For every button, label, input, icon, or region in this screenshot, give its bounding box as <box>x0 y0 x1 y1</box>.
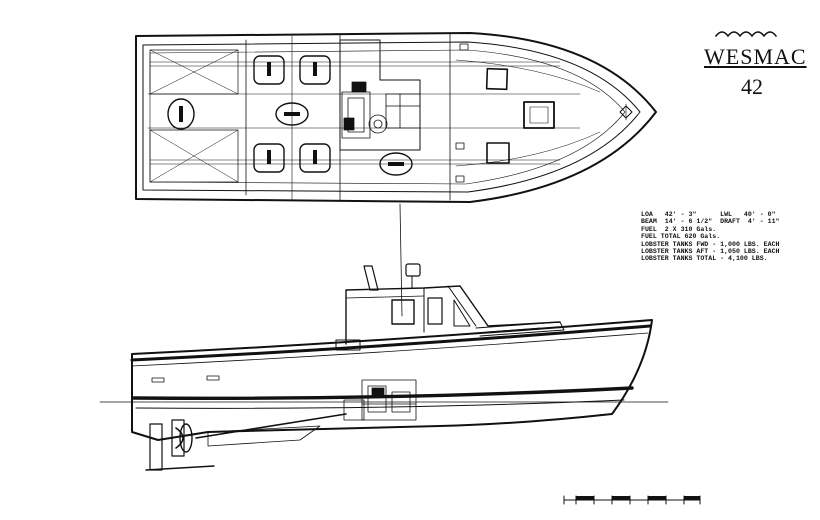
plan-rub-rail <box>149 49 626 185</box>
plan-engine-box <box>339 39 421 151</box>
spec-line: LOA 42' - 3" LWL 40' - 0" <box>641 211 776 218</box>
spec-line: FUEL TOTAL 620 Gals. <box>641 233 721 241</box>
spec-line: BEAM 14' - 6 1/2" DRAFT 4' - 11" <box>641 218 780 226</box>
scale-bar <box>563 495 701 505</box>
spec-line: FUEL 2 X 310 Gals. <box>641 225 717 233</box>
plan-hull-outline <box>135 32 657 203</box>
logo-brand-name: WESMAC <box>704 44 807 69</box>
spec-line: LOBSTER TANKS TOTAL - 4,100 LBS. <box>641 255 768 263</box>
spec-line: LOBSTER TANKS FWD - 1,000 LBS. EACH <box>641 240 780 248</box>
spec-table: LOA 42' - 3" LWL 40' - 0" BEAM 14' - 6 1… <box>641 211 819 263</box>
profile-view <box>99 203 669 471</box>
plan-deck-outline <box>142 41 641 193</box>
profile-hull <box>131 319 653 441</box>
profile-cabin <box>345 285 561 345</box>
logo-model-number: 42 <box>741 74 763 99</box>
profile-engine <box>343 379 417 421</box>
plan-hatch <box>253 55 331 173</box>
logo-wave <box>715 31 777 37</box>
plan-view <box>135 32 657 203</box>
spec-line: LOBSTER TANKS AFT - 1,050 LBS. EACH <box>641 248 780 256</box>
plan-engine <box>341 81 421 139</box>
